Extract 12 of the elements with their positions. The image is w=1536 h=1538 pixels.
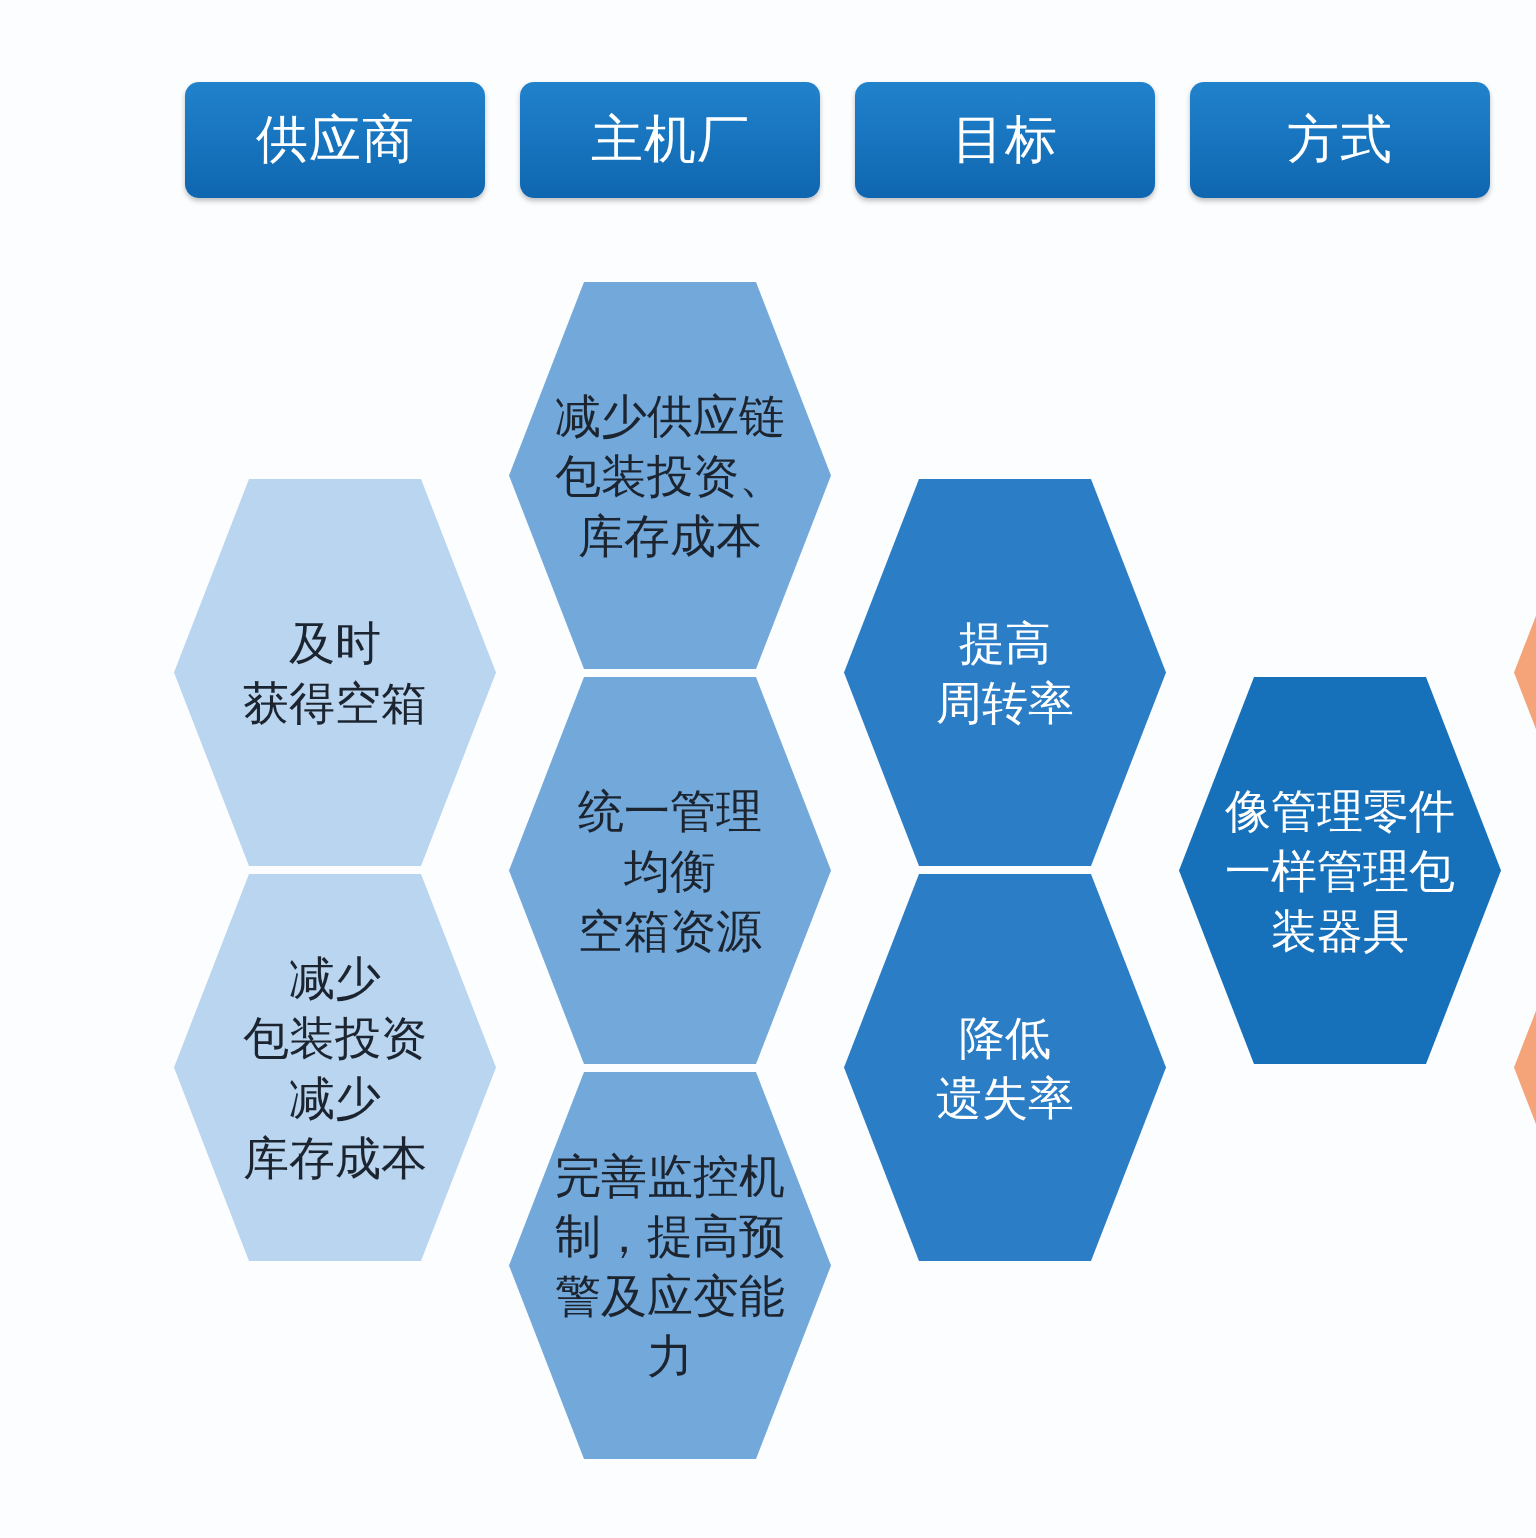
- hexagon-text: 像管理零件一样管理包装器具: [1225, 782, 1455, 960]
- hexagon-text: 统一管理均衡空箱资源: [578, 782, 762, 960]
- column-header: 主机厂: [520, 82, 820, 198]
- hexagon-text: 提高周转率: [936, 614, 1074, 732]
- hexagon-text: 完善监控机制，提高预警及应变能力: [555, 1147, 785, 1385]
- column-header: 目标: [855, 82, 1155, 198]
- hexagon-text: 及时获得空箱: [243, 614, 427, 732]
- hexagon-text: 降低遗失率: [936, 1009, 1074, 1127]
- hexagon-text: 减少供应链包装投资、库存成本: [555, 387, 785, 565]
- hexagon-text: 减少包装投资减少库存成本: [243, 949, 427, 1187]
- column-header: 供应商: [185, 82, 485, 198]
- column-header: 方式: [1190, 82, 1490, 198]
